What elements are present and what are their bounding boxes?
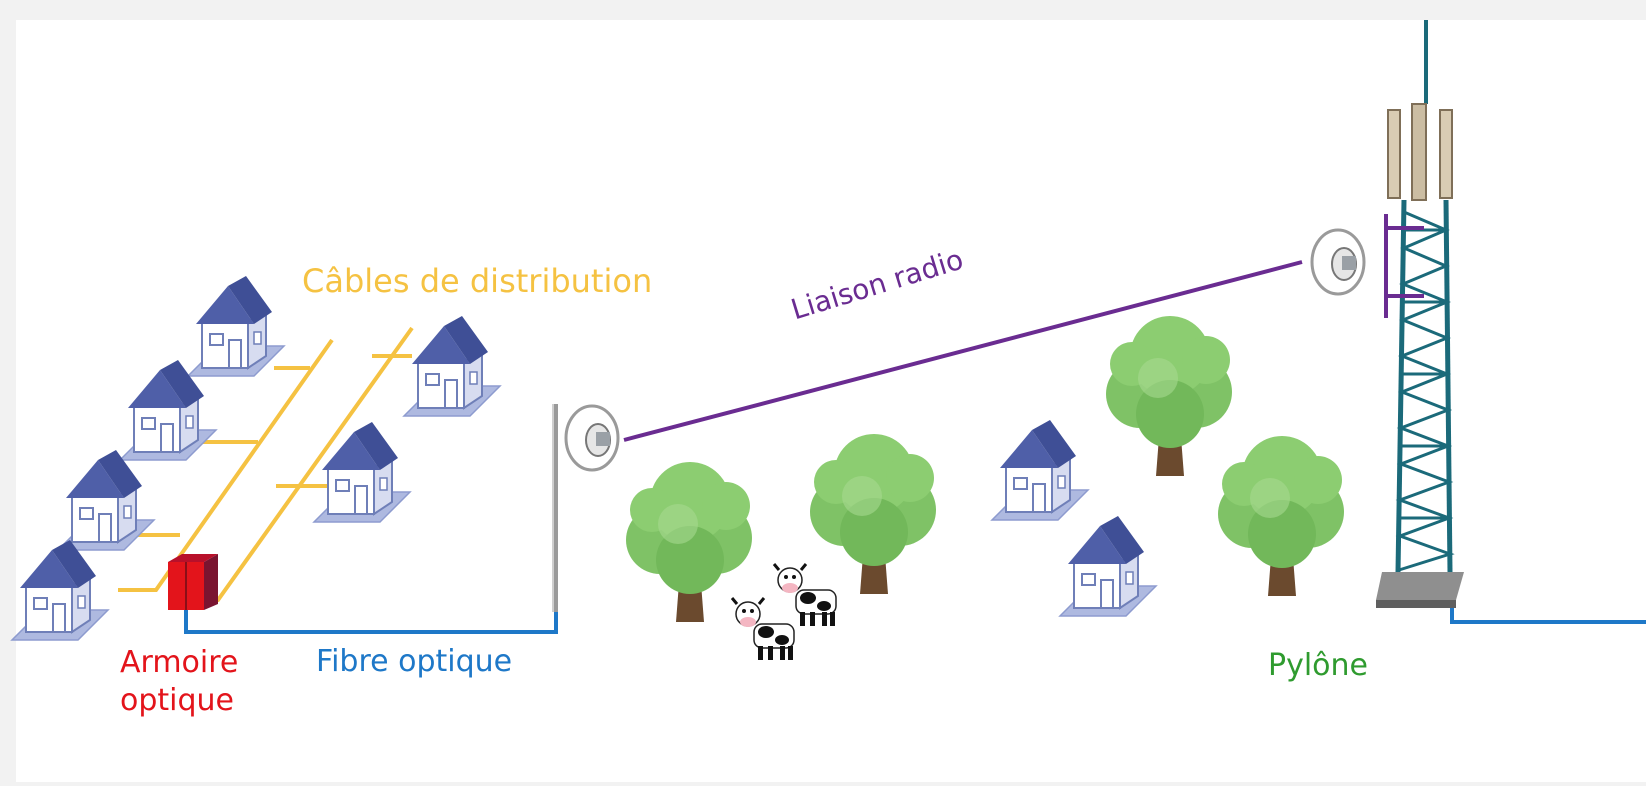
fibre-label: Fibre optique bbox=[316, 644, 513, 679]
liaison-radio-line bbox=[623, 260, 1303, 442]
armoire-optique-icon bbox=[168, 554, 218, 610]
armoire-label: Armoire optique bbox=[120, 644, 238, 720]
pylone-tower-icon bbox=[1310, 20, 1464, 608]
relay-antenna-icon bbox=[552, 404, 620, 612]
armoire-label-line1: Armoire bbox=[120, 645, 239, 680]
armoire-label-line2: optique bbox=[120, 683, 235, 718]
cables-label: Câbles de distribution bbox=[302, 262, 653, 300]
pylone-label: Pylône bbox=[1268, 648, 1369, 683]
